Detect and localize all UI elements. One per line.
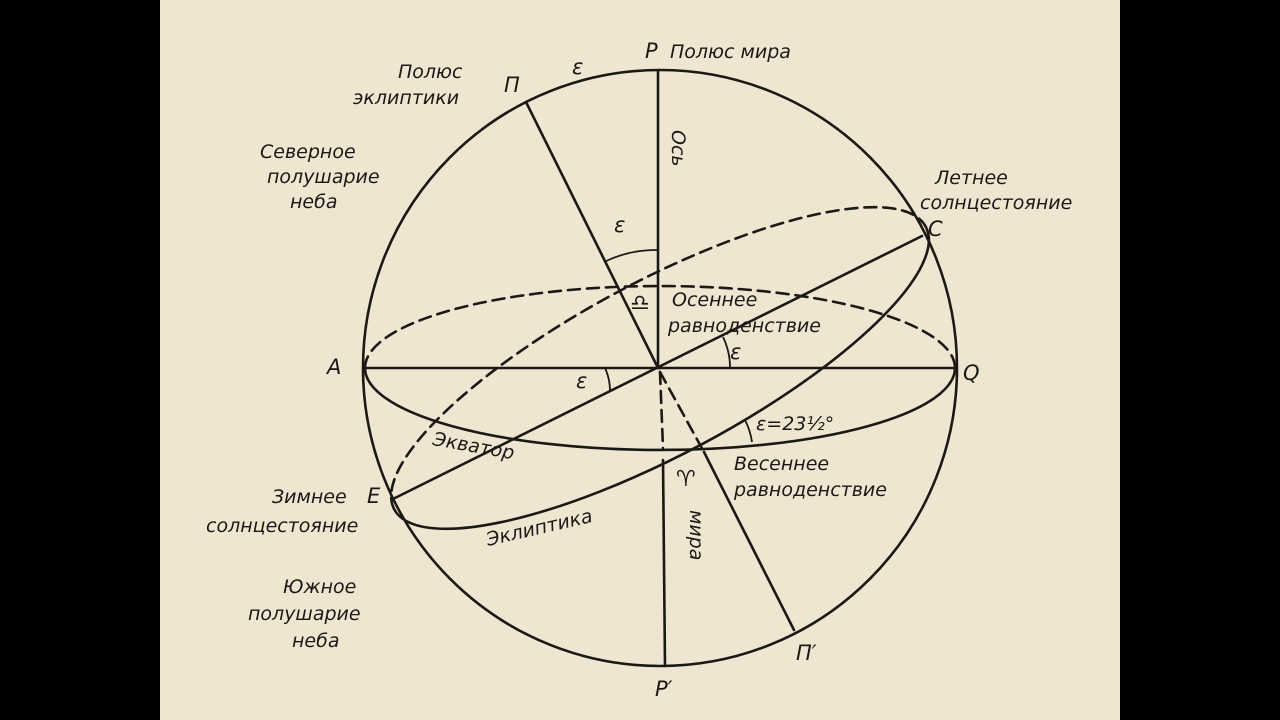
axis-upper-label: Ось: [667, 130, 689, 167]
winter-solstice-2: солнцестояние: [206, 515, 358, 537]
winter-solstice-letter: E: [367, 484, 381, 508]
north-hemisphere-2: полушарие: [267, 166, 380, 188]
sphere-outline: [361, 68, 959, 668]
paper-background: [160, 0, 1120, 720]
pole-world-bottom-letter: P′: [655, 677, 673, 701]
winter-solstice-1: Зимнее: [272, 486, 347, 508]
solstice-diameter: [393, 234, 924, 500]
angle-arc-left: [604, 367, 611, 392]
world-axis-hidden: [658, 370, 665, 450]
north-hemisphere-1: Северное: [260, 141, 356, 163]
point-a-letter: A: [325, 355, 341, 379]
spring-equinox-2: равноденствие: [733, 479, 887, 501]
ecliptic-axis-upper: [524, 100, 660, 370]
angle-arc-right: [722, 336, 731, 369]
autumn-equinox-1: Осеннее: [672, 289, 757, 311]
pole-world-label: Полюс мира: [670, 41, 791, 63]
epsilon-right: ε: [730, 340, 741, 364]
summer-solstice-2: солнцестояние: [920, 192, 1072, 214]
epsilon-left: ε: [576, 369, 587, 393]
pole-world-letter: P: [645, 39, 658, 63]
south-hemisphere-1: Южное: [283, 576, 356, 598]
point-q-letter: Q: [963, 361, 980, 385]
ecliptic-axis-hidden: [658, 370, 706, 454]
summer-solstice-letter: C: [928, 217, 943, 241]
epsilon-value-label: ε=23½°: [756, 413, 834, 435]
autumn-equinox-2: равноденствие: [667, 315, 821, 337]
equator-front: [363, 366, 957, 452]
pole-ecliptic-letter: П: [504, 73, 520, 97]
epsilon-top: ε: [572, 55, 583, 79]
south-hemisphere-3: неба: [292, 630, 339, 652]
angle-arc-bottom-right: [744, 419, 753, 443]
libra-symbol: ♎: [630, 291, 650, 316]
summer-solstice-1: Летнее: [934, 167, 1008, 189]
epsilon-near-axis: ε: [614, 213, 625, 237]
pole-ecliptic-label-2: эклиптики: [353, 87, 459, 109]
pole-ecliptic-label-1: Полюс: [398, 61, 463, 83]
north-hemisphere-3: неба: [290, 191, 337, 213]
spring-equinox-1: Весеннее: [734, 453, 829, 475]
angle-arc-top: [603, 249, 659, 263]
axis-lower-label: мира: [685, 510, 707, 560]
ecliptic-axis-lower: [702, 450, 796, 632]
aries-symbol: ♈: [676, 467, 696, 492]
south-hemisphere-2: полушарие: [248, 603, 361, 625]
pole-ecliptic-bottom-letter: П′: [796, 641, 817, 665]
world-axis-lower: [661, 458, 667, 668]
